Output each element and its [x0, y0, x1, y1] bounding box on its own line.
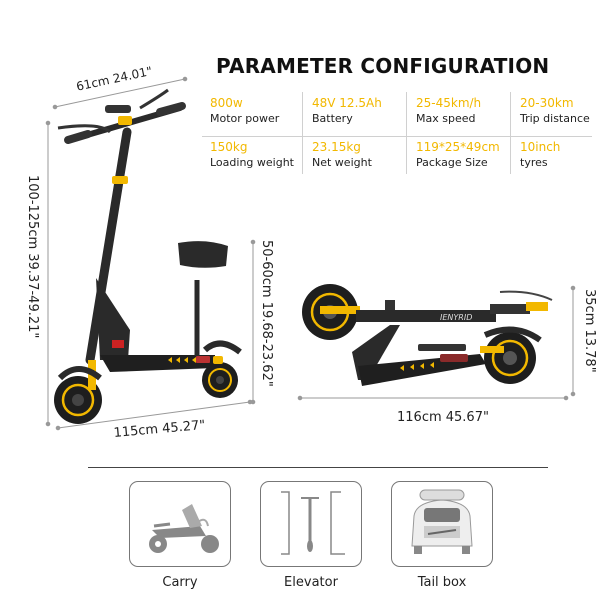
spec-value: 10inch	[520, 140, 561, 154]
dim-folded-height: 35cm 13.78"	[582, 289, 597, 373]
dim-seat-height: 50-60cm 19.68-23.62"	[259, 240, 274, 387]
spec-value: 23.15kg	[312, 140, 361, 154]
spec-label: Net weight	[312, 156, 372, 169]
elevator-icon	[281, 491, 345, 555]
feature-elevator	[260, 481, 362, 567]
spec-battery: 48V 12.5Ah Battery	[312, 96, 408, 136]
section-divider	[88, 467, 548, 468]
divider	[406, 92, 407, 174]
spec-label: Package Size	[416, 156, 488, 169]
spec-value: 150kg	[210, 140, 248, 154]
spec-label: Loading weight	[210, 156, 294, 169]
carry-icon	[149, 504, 219, 553]
spec-loading-weight: 150kg Loading weight	[210, 140, 306, 180]
spec-max-speed: 25-45km/h Max speed	[416, 96, 512, 136]
spec-label: tyres	[520, 156, 548, 169]
feature-tail-box	[391, 481, 493, 567]
feature-carry	[129, 481, 231, 567]
feature-elevator-label: Elevator	[284, 575, 338, 590]
spec-label: Battery	[312, 112, 353, 125]
spec-value: 119*25*49cm	[416, 140, 500, 154]
divider	[202, 136, 592, 137]
spec-net-weight: 23.15kg Net weight	[312, 140, 408, 180]
spec-value: 800w	[210, 96, 243, 110]
spec-trip-distance: 20-30km Trip distance	[520, 96, 600, 136]
page-title: PARAMETER CONFIGURATION	[216, 54, 550, 78]
brand-logo: IENYRID	[440, 313, 472, 322]
spec-value: 48V 12.5Ah	[312, 96, 382, 110]
spec-value: 25-45km/h	[416, 96, 482, 110]
spec-motor-power: 800w Motor power	[210, 96, 306, 136]
feature-tail-box-label: Tail box	[417, 575, 467, 590]
spec-label: Motor power	[210, 112, 280, 125]
spec-label: Max speed	[416, 112, 476, 125]
divider	[302, 92, 303, 174]
spec-value: 20-30km	[520, 96, 574, 110]
dim-folded-length: 116cm 45.67"	[397, 410, 489, 425]
scooter-side-illustration	[45, 76, 256, 431]
spec-label: Trip distance	[520, 112, 590, 125]
spec-table: 800w Motor power 48V 12.5Ah Battery 25-4…	[202, 90, 592, 176]
spec-package-size: 119*25*49cm Package Size	[416, 140, 512, 180]
feature-carry-label: Carry	[162, 575, 198, 590]
spec-tyres: 10inch tyres	[520, 140, 600, 180]
divider	[510, 92, 511, 174]
dim-height: 100-125cm 39.37-49.21"	[25, 175, 40, 339]
tail-box-icon	[411, 489, 473, 554]
scooter-folded-illustration: IENYRID	[297, 284, 576, 401]
